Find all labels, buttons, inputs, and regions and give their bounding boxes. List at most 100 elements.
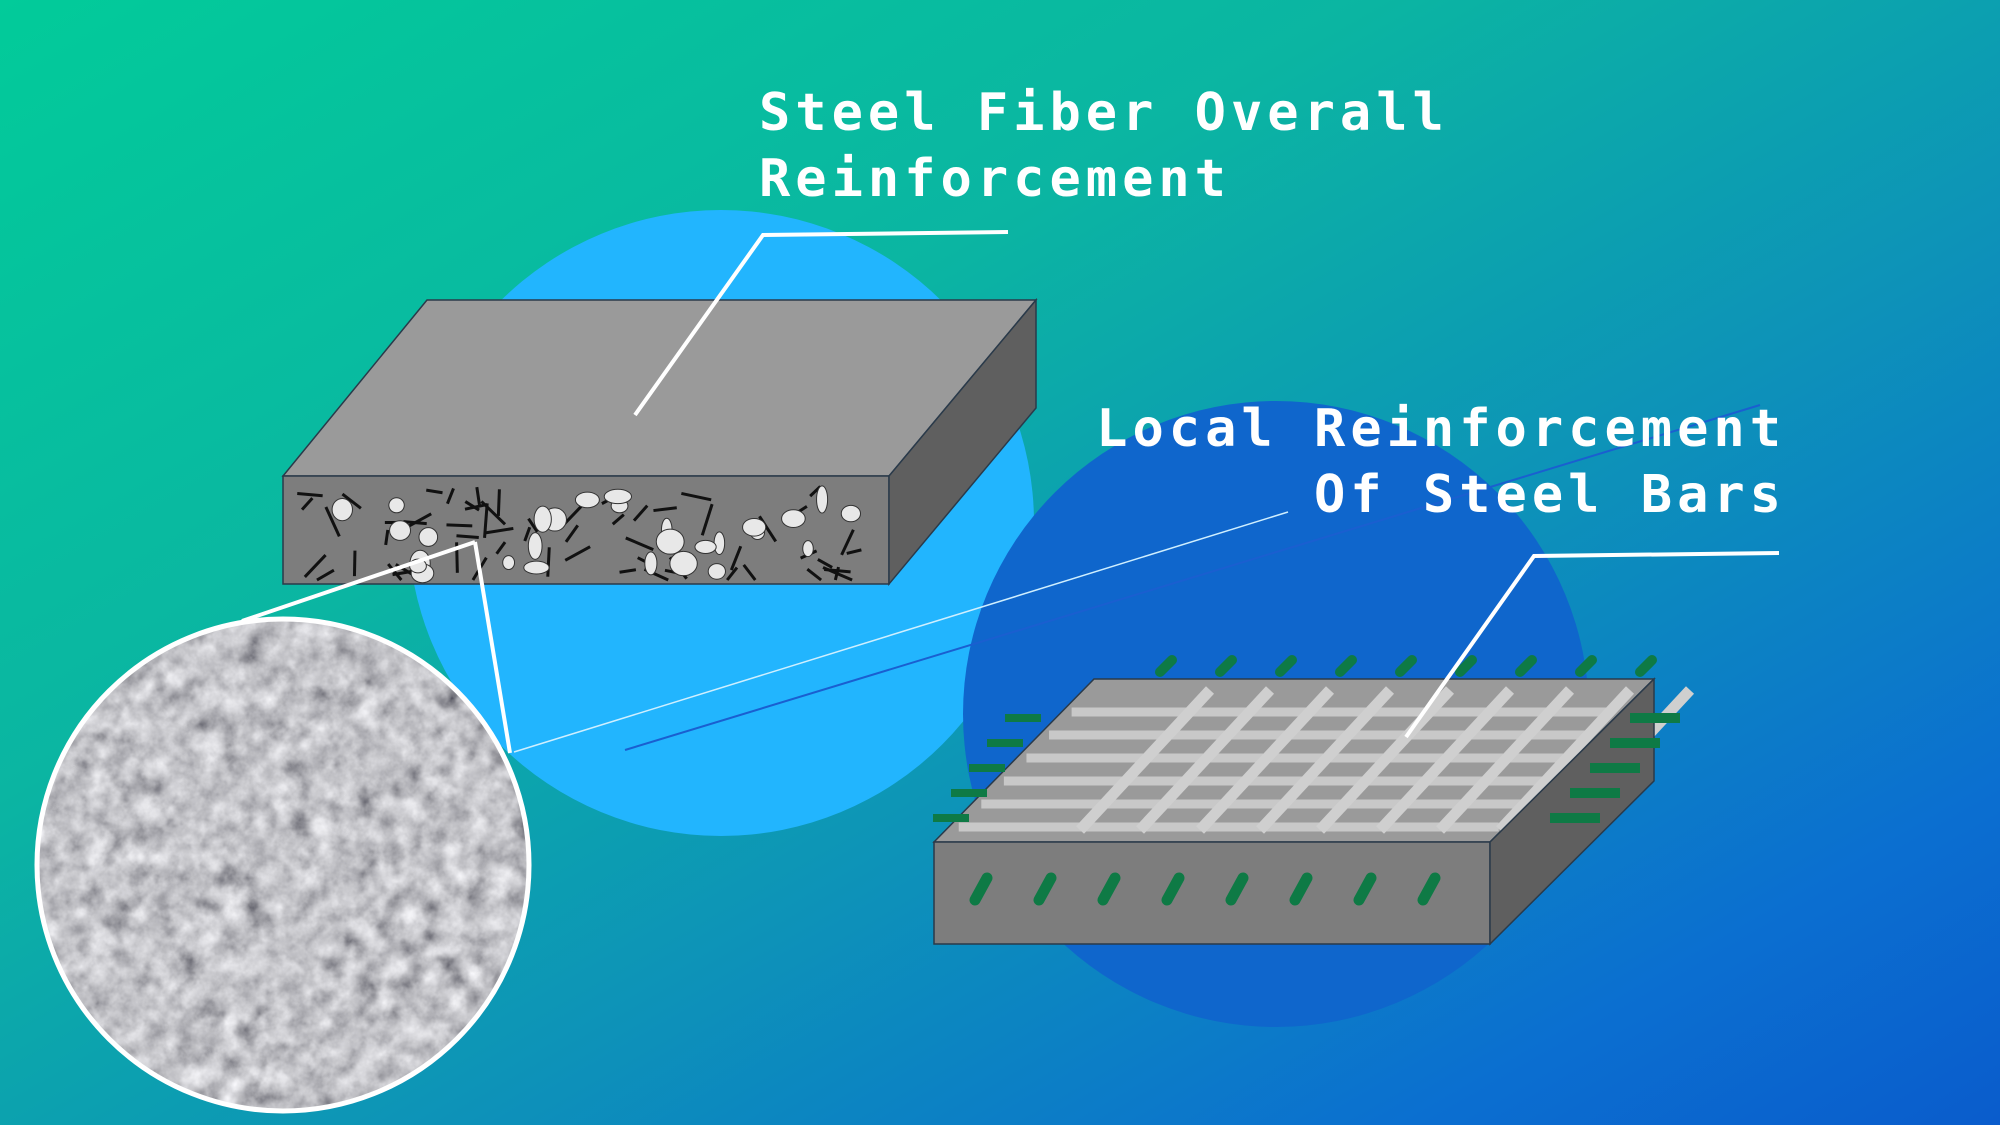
steel-fiber bbox=[426, 488, 443, 495]
steel-fiber bbox=[341, 492, 362, 510]
rebar-end bbox=[1225, 872, 1249, 906]
aggregate bbox=[713, 531, 726, 556]
steel-fiber bbox=[527, 517, 539, 533]
rebar-end bbox=[1289, 872, 1313, 906]
steel-fiber bbox=[632, 504, 649, 522]
steel-fiber bbox=[495, 541, 507, 555]
rebar-end bbox=[1395, 655, 1417, 677]
steel-fiber-label-line1: Steel Fiber Overall bbox=[759, 83, 1449, 143]
rebar-longitudinal bbox=[1195, 686, 1335, 834]
rebar-longitudinal bbox=[1255, 686, 1395, 834]
rebar-ends bbox=[933, 655, 1680, 906]
steel-fiber bbox=[546, 547, 551, 577]
rebar-longitudinal bbox=[1435, 686, 1575, 834]
steel-fiber bbox=[446, 523, 473, 528]
steel-fiber bbox=[464, 500, 480, 512]
steel-fiber bbox=[619, 568, 637, 574]
steel-fibers-pattern bbox=[297, 485, 862, 584]
aggregate bbox=[502, 555, 516, 571]
steel-fiber bbox=[475, 486, 481, 505]
steel-fiber bbox=[480, 500, 507, 526]
steel-fiber bbox=[564, 545, 591, 562]
concrete-closeup-photo bbox=[34, 616, 532, 1114]
zoom-callout-lines bbox=[241, 540, 512, 754]
rebar-end bbox=[1635, 655, 1657, 677]
aggregate bbox=[694, 539, 717, 554]
rebar-end bbox=[1033, 872, 1057, 906]
aggregate bbox=[533, 505, 552, 533]
steel-fiber bbox=[653, 506, 677, 513]
steel-fiber bbox=[681, 491, 712, 502]
steel-fiber bbox=[729, 545, 743, 571]
steel-fiber-slab bbox=[281, 297, 1038, 587]
steel-bars-label-line1: Local Reinforcement bbox=[1096, 399, 1786, 459]
steel-bars-label: Local Reinforcement Of Steel Bars bbox=[1096, 396, 1786, 528]
rebar-end bbox=[1515, 655, 1537, 677]
aggregate bbox=[388, 497, 405, 514]
steel-fiber bbox=[297, 492, 323, 498]
steel-fiber bbox=[316, 568, 335, 582]
steel-fiber bbox=[456, 534, 479, 539]
rebar-end bbox=[1417, 872, 1441, 906]
rebar-end bbox=[1097, 872, 1121, 906]
steel-fiber bbox=[483, 526, 514, 535]
rebar-end bbox=[1353, 872, 1377, 906]
steel-bars-label-line2: Of Steel Bars bbox=[1314, 465, 1786, 525]
aggregate bbox=[527, 532, 543, 560]
steel-fiber bbox=[846, 548, 862, 555]
steel-fiber-label-line2: Reinforcement bbox=[759, 149, 1231, 209]
aggregate bbox=[523, 560, 550, 575]
rebar-end bbox=[1161, 872, 1185, 906]
steel-fiber bbox=[324, 506, 341, 538]
steel-fiber-label: Steel Fiber Overall Reinforcement bbox=[759, 80, 1449, 212]
rebar-end bbox=[1155, 655, 1177, 677]
rebar-longitudinal bbox=[1315, 686, 1455, 834]
steel-fiber bbox=[564, 524, 579, 543]
steel-fiber bbox=[625, 536, 654, 551]
steel-bars-slab bbox=[932, 655, 1695, 946]
steel-fiber bbox=[406, 512, 432, 529]
steel-fiber bbox=[387, 563, 403, 581]
rebar-end bbox=[969, 872, 993, 906]
steel-fiber bbox=[523, 526, 532, 542]
rebar-end bbox=[1575, 655, 1597, 677]
steel-fiber bbox=[822, 566, 853, 582]
aggregate bbox=[781, 509, 806, 528]
rebar-longitudinal bbox=[1495, 686, 1635, 834]
steel-fiber bbox=[700, 503, 714, 536]
aggregate bbox=[840, 504, 862, 523]
divider-line-blue bbox=[624, 404, 1761, 751]
aggregate bbox=[389, 520, 412, 541]
leader-lines bbox=[633, 230, 1780, 739]
steel-fiber bbox=[384, 529, 390, 546]
divider-line-white bbox=[513, 511, 1289, 753]
rebar-longitudinal bbox=[1075, 686, 1215, 834]
aggregate bbox=[816, 485, 829, 514]
steel-fiber bbox=[403, 520, 427, 526]
steel-fiber bbox=[742, 563, 757, 581]
aggregate bbox=[418, 527, 439, 547]
steel-fiber bbox=[483, 503, 489, 539]
aggregate bbox=[669, 550, 698, 577]
steel-fiber bbox=[496, 489, 501, 517]
aggregate bbox=[331, 497, 353, 522]
rebar-grid bbox=[958, 686, 1695, 834]
steel-fiber bbox=[817, 558, 833, 569]
steel-fiber bbox=[806, 567, 823, 582]
aggregate bbox=[742, 517, 767, 537]
rebar-end bbox=[1215, 655, 1237, 677]
steel-fiber bbox=[726, 566, 739, 581]
rebar-longitudinal bbox=[1375, 686, 1515, 834]
aggregate bbox=[802, 540, 814, 558]
rebar-end bbox=[1455, 655, 1477, 677]
rebar-longitudinal bbox=[1135, 686, 1275, 834]
steel-fiber bbox=[611, 513, 625, 526]
steel-fiber bbox=[446, 487, 455, 505]
aggregate bbox=[707, 563, 726, 580]
rebar-end bbox=[1275, 655, 1297, 677]
steel-fiber bbox=[303, 554, 327, 578]
aggregate bbox=[574, 491, 600, 509]
aggregate bbox=[655, 528, 685, 555]
rebar-end bbox=[1335, 655, 1357, 677]
